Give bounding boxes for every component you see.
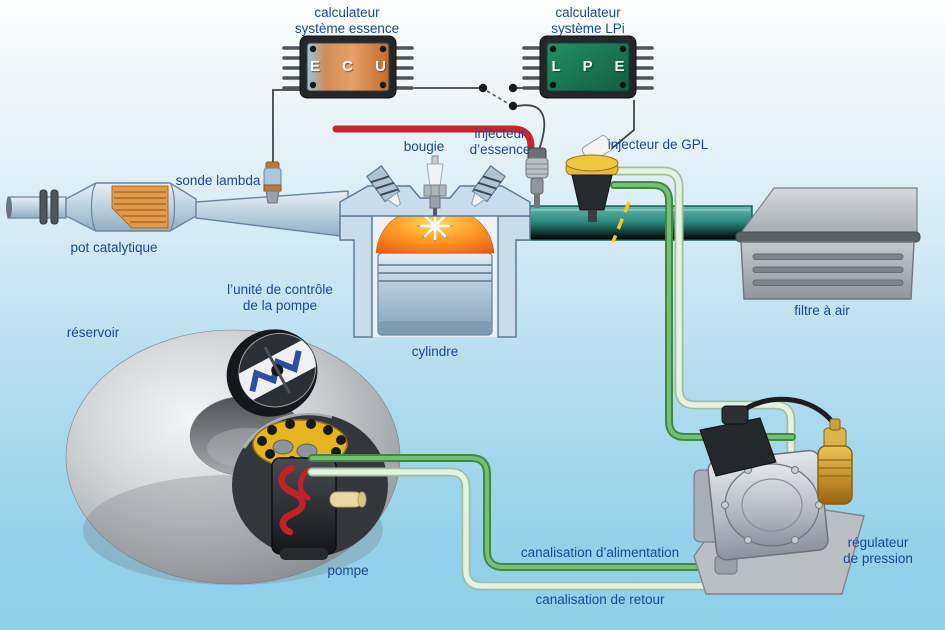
label-injecteur-gpl: injecteur de GPL [607,137,709,152]
intake-manifold [514,201,753,243]
lpe-chip-label: L P E [551,58,634,75]
air-filter-seal [735,231,921,243]
intake-valve-assembly [366,165,402,207]
pump-outlet [329,491,363,508]
canalisation-alimentation-line [308,181,796,571]
air-filter [735,187,921,300]
label-calculateur-essence: calculateur système essence [294,5,400,36]
wire-lpe-to-gpl-injector [609,100,635,151]
spark-flash [416,209,454,243]
label-reservoir: réservoir [66,325,120,340]
exhaust-flange [39,189,48,225]
switch-contacts [478,83,518,111]
engine-cylinder [339,155,531,338]
label-pot-catalytique: pot catalytique [70,240,158,255]
pot-catalytique-body [65,182,197,232]
fuel-line-red [332,125,535,168]
regulator-diaphragm [724,463,820,547]
label-calculateur-lpi: calculateur système LPi [551,5,625,36]
switch-blade [486,90,510,105]
cylinder-wall-right [497,215,531,338]
ecu-chip [282,35,414,99]
label-canalisation-retour: canalisation de retour [535,592,665,607]
label-pompe: pompe [327,563,369,578]
spark-plug [423,155,447,216]
label-regulateur: régulateur de pression [843,535,913,566]
sonde-lambda [263,89,302,204]
piston-rings [378,264,492,282]
air-filter-slot [752,266,904,273]
label-sonde-lambda: sonde lambda [175,173,261,188]
pump-control-unit [226,329,324,417]
label-unite-controle: l’unité de contrôle de la pompe [227,282,333,313]
fuel-pump [252,419,367,560]
pressure-regulator [693,396,865,595]
ecu-chip-label: E C U [309,58,396,75]
lpe-chip [522,35,654,99]
label-cylindre: cylindre [411,344,459,359]
pump-coil [278,464,306,536]
regulator-gold-fitting [817,418,853,505]
catalyst-honeycomb [111,185,169,229]
cylinder-wall-left [339,215,373,338]
exhaust-system [6,182,349,238]
manifold-yellow-mark [611,201,631,243]
air-filter-slot [752,253,904,260]
label-canalisation-alimentation: canalisation d’alimentation [520,545,680,560]
label-bougie: bougie [403,139,445,154]
air-filter-slot [752,279,904,286]
wire-to-fuel-injector [512,104,546,151]
injecteur-gpl [565,135,619,222]
exhaust-pipe-opening [6,196,12,219]
piston [377,252,493,336]
label-filtre-air: filtre à air [794,303,850,318]
exhaust-valve-assembly [470,165,506,207]
injecteur-essence [525,147,549,208]
label-injecteur-essence: injecteur d’essence [469,126,531,157]
wire-ecu-to-lambda [272,89,302,164]
wiring [414,87,635,151]
